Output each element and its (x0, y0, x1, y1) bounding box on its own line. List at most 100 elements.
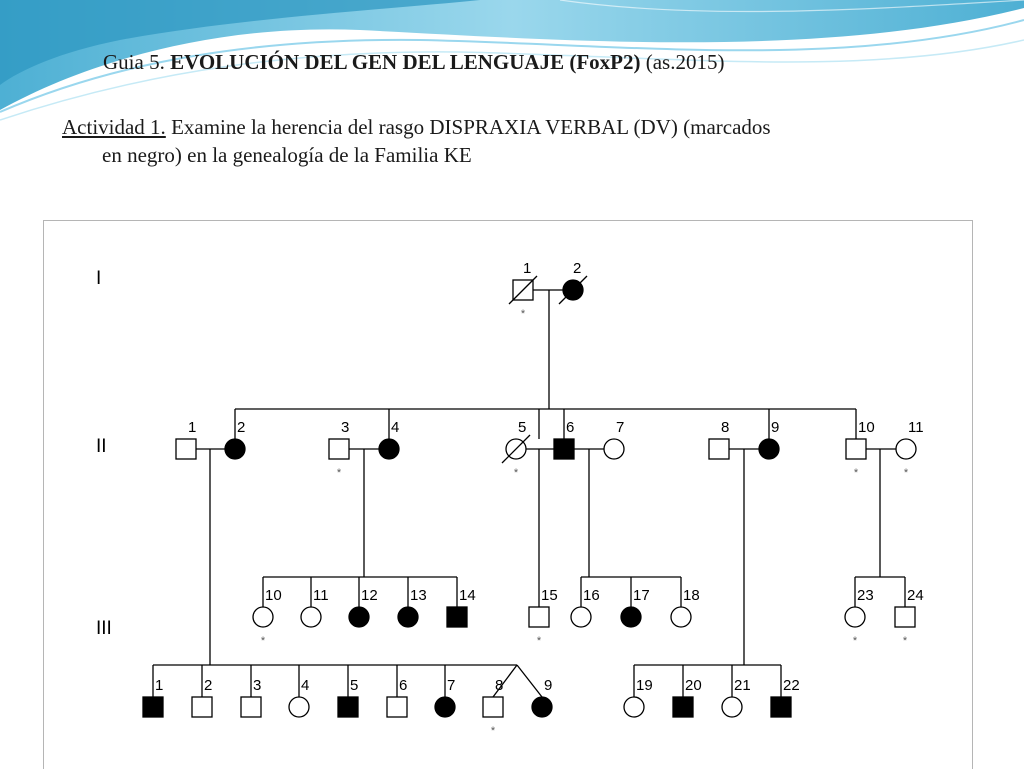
label-ii-10: 10 (858, 419, 875, 436)
male-symbol-ii-6 (553, 438, 575, 460)
asterisk-ii-5: * (514, 467, 519, 479)
activity-line-2: en negro) en la genealogía de la Familia… (102, 143, 472, 167)
male-symbol-iii-3 (240, 696, 262, 718)
label-ii-9: 9 (771, 419, 779, 436)
deceased-slash-i-1 (508, 275, 538, 305)
label-iii-8: 8 (495, 677, 503, 694)
label-iii-22: 22 (783, 677, 800, 694)
female-symbol-iii-19 (623, 696, 645, 718)
label-iii-1: 1 (155, 677, 163, 694)
label-i-1: 1 (523, 260, 531, 277)
asterisk-iii-10: * (261, 635, 266, 647)
male-symbol-ii-8 (708, 438, 730, 460)
male-symbol-iii-2 (191, 696, 213, 718)
deceased-slash-i-2 (558, 275, 588, 305)
label-iii-6: 6 (399, 677, 407, 694)
male-symbol-iii-22 (770, 696, 792, 718)
label-ii-3: 3 (341, 419, 349, 436)
female-symbol-iii-4 (288, 696, 310, 718)
label-ii-11: 11 (908, 419, 924, 436)
label-iii-11: 11 (313, 587, 329, 604)
label-ii-8: 8 (721, 419, 729, 436)
female-symbol-iii-21 (721, 696, 743, 718)
male-symbol-ii-10 (845, 438, 867, 460)
label-iii-24: 24 (907, 587, 924, 604)
male-symbol-iii-6 (386, 696, 408, 718)
asterisk-iii-23: * (853, 635, 858, 647)
female-symbol-iii-16 (570, 606, 592, 628)
label-iii-5: 5 (350, 677, 358, 694)
title-prefix: Guia 5. (103, 50, 165, 74)
asterisk-iii-24: * (903, 635, 908, 647)
male-symbol-iii-14 (446, 606, 468, 628)
label-ii-6: 6 (566, 419, 574, 436)
label-iii-23: 23 (857, 587, 874, 604)
asterisk-ii-10: * (854, 467, 859, 479)
label-iii-20: 20 (685, 677, 702, 694)
female-symbol-iii-9 (531, 696, 553, 718)
female-symbol-iii-10 (252, 606, 274, 628)
female-symbol-iii-11 (300, 606, 322, 628)
male-symbol-iii-15 (528, 606, 550, 628)
label-iii-12: 12 (361, 587, 378, 604)
female-symbol-iii-23 (844, 606, 866, 628)
generation-label-iii: III (96, 618, 112, 639)
male-symbol-iii-1 (142, 696, 164, 718)
female-symbol-iii-13 (397, 606, 419, 628)
asterisk-iii-8: * (491, 725, 496, 737)
generation-label-i: I (96, 268, 101, 289)
label-iii-4: 4 (301, 677, 309, 694)
label-iii-3: 3 (253, 677, 261, 694)
female-symbol-ii-11 (895, 438, 917, 460)
label-iii-9: 9 (544, 677, 552, 694)
male-symbol-ii-3 (328, 438, 350, 460)
label-i-2: 2 (573, 260, 581, 277)
label-iii-19: 19 (636, 677, 653, 694)
activity-line-1: Examine la herencia del rasgo DISPRAXIA … (171, 115, 771, 139)
title-suffix: (as.2015) (645, 50, 725, 74)
label-iii-14: 14 (459, 587, 476, 604)
label-iii-18: 18 (683, 587, 700, 604)
male-symbol-iii-8 (482, 696, 504, 718)
label-iii-17: 17 (633, 587, 650, 604)
twin-line (492, 664, 518, 698)
female-symbol-ii-2 (224, 438, 246, 460)
slide-title: Guia 5. EVOLUCIÓN DEL GEN DEL LENGUAJE (… (103, 50, 724, 75)
label-iii-10: 10 (265, 587, 282, 604)
female-symbol-iii-7 (434, 696, 456, 718)
male-symbol-ii-1 (175, 438, 197, 460)
label-iii-13: 13 (410, 587, 427, 604)
title-main: EVOLUCIÓN DEL GEN DEL LENGUAJE (FoxP2) (170, 50, 641, 74)
label-iii-21: 21 (734, 677, 751, 694)
header-wave-decoration (0, 0, 1024, 121)
label-ii-1: 1 (188, 419, 196, 436)
asterisk-ii-11: * (904, 467, 909, 479)
male-symbol-iii-20 (672, 696, 694, 718)
generation-label-ii: II (96, 436, 107, 457)
label-ii-2: 2 (237, 419, 245, 436)
female-symbol-iii-17 (620, 606, 642, 628)
female-symbol-iii-12 (348, 606, 370, 628)
label-ii-4: 4 (391, 419, 399, 436)
label-iii-2: 2 (204, 677, 212, 694)
label-iii-15: 15 (541, 587, 558, 604)
label-ii-7: 7 (616, 419, 624, 436)
label-iii-7: 7 (447, 677, 455, 694)
activity-instructions: Actividad 1. Examine la herencia del ras… (62, 113, 962, 169)
asterisk-i-1: * (521, 308, 526, 320)
label-ii-5: 5 (518, 419, 526, 436)
label-iii-16: 16 (583, 587, 600, 604)
asterisk-iii-15: * (537, 635, 542, 647)
female-symbol-ii-7 (603, 438, 625, 460)
female-symbol-ii-9 (758, 438, 780, 460)
activity-label: Actividad 1. (62, 115, 166, 139)
male-symbol-iii-5 (337, 696, 359, 718)
female-symbol-iii-18 (670, 606, 692, 628)
asterisk-ii-3: * (337, 467, 342, 479)
twin-line (516, 664, 543, 698)
male-symbol-iii-24 (894, 606, 916, 628)
deceased-slash-ii-5 (501, 434, 531, 464)
female-symbol-ii-4 (378, 438, 400, 460)
